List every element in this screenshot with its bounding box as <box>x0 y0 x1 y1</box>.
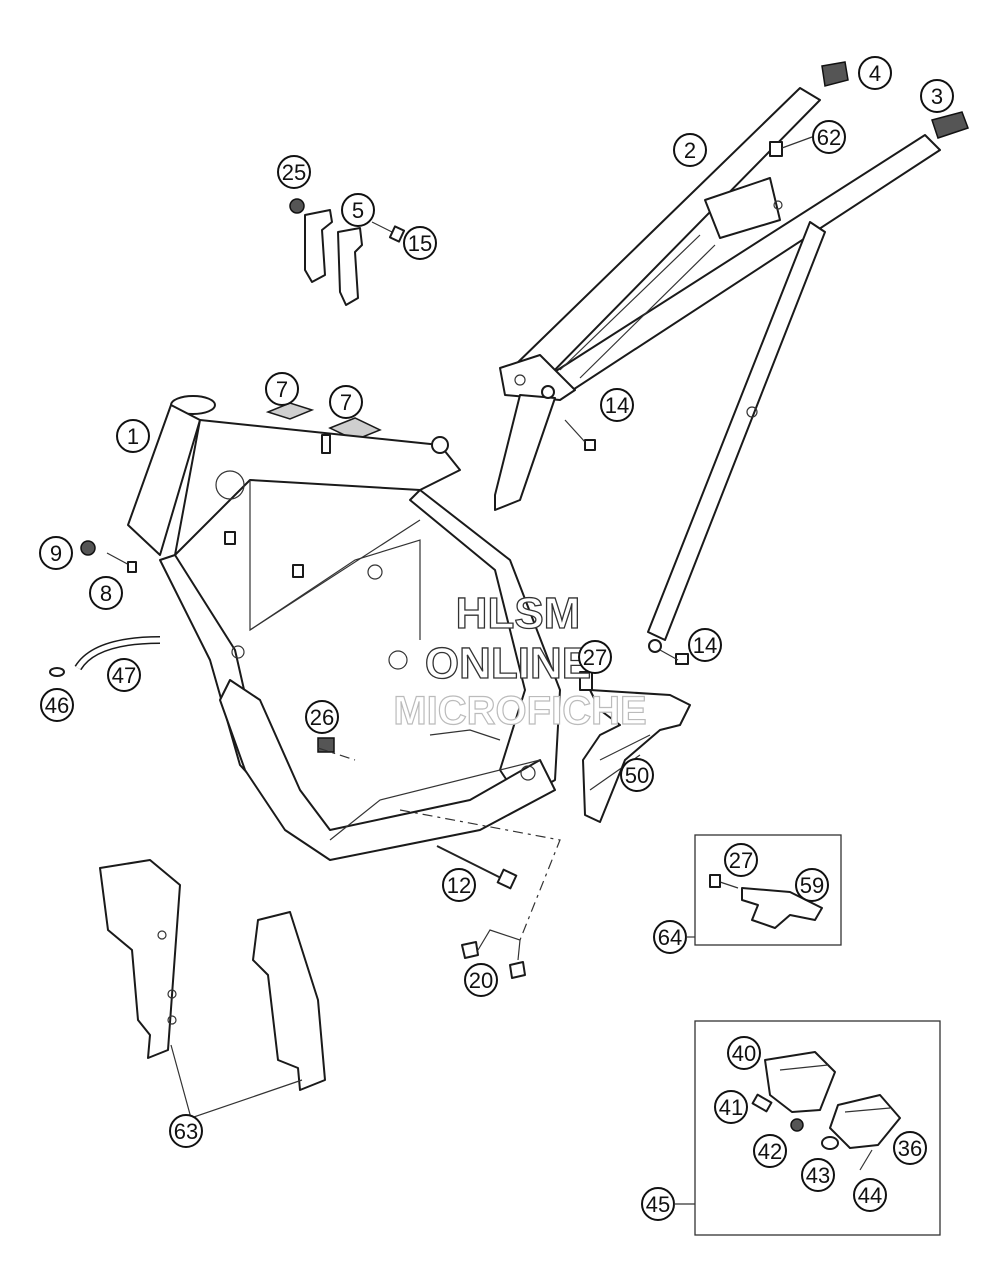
svg-text:36: 36 <box>898 1136 922 1161</box>
svg-text:41: 41 <box>719 1095 743 1120</box>
watermark-line-1: HLSM <box>456 589 581 638</box>
callout-27a: 27 <box>578 640 612 674</box>
svg-text:7: 7 <box>340 390 352 415</box>
callout-7b: 7 <box>329 385 363 419</box>
svg-text:27: 27 <box>583 645 607 670</box>
callout-43: 43 <box>801 1158 835 1192</box>
bottom-nuts <box>461 929 526 979</box>
callout-27b: 27 <box>724 843 758 877</box>
callout-2: 2 <box>673 133 707 167</box>
svg-text:47: 47 <box>112 663 136 688</box>
svg-text:3: 3 <box>931 84 943 109</box>
callout-36: 36 <box>893 1131 927 1165</box>
svg-text:40: 40 <box>732 1041 756 1066</box>
callout-12: 12 <box>442 868 476 902</box>
watermark-line-3: MICROFICHE <box>393 689 646 733</box>
chain-guide <box>579 671 691 823</box>
svg-text:2: 2 <box>684 138 696 163</box>
callout-3: 3 <box>920 79 954 113</box>
engine-brackets <box>289 198 406 306</box>
svg-text:5: 5 <box>352 198 364 223</box>
end-cap-right <box>931 111 969 139</box>
callout-50: 50 <box>620 758 654 792</box>
callout-14b: 14 <box>688 628 722 662</box>
svg-text:25: 25 <box>282 160 306 185</box>
callout-15: 15 <box>403 226 437 260</box>
callout-45: 45 <box>641 1187 675 1221</box>
svg-text:14: 14 <box>693 633 717 658</box>
svg-text:45: 45 <box>646 1192 670 1217</box>
main-frame <box>127 395 561 861</box>
subframe-bolts <box>564 419 689 665</box>
callout-64: 64 <box>653 920 687 954</box>
subframe-part <box>494 87 941 653</box>
svg-text:64: 64 <box>658 925 682 950</box>
svg-text:63: 63 <box>174 1119 198 1144</box>
callout-25: 25 <box>277 155 311 189</box>
watermark-line-2: ONLINE <box>425 639 591 688</box>
callout-26: 26 <box>305 700 339 734</box>
svg-text:20: 20 <box>469 968 493 993</box>
svg-text:12: 12 <box>447 873 471 898</box>
frame-nut <box>317 737 356 761</box>
callout-1: 1 <box>116 419 150 453</box>
svg-text:50: 50 <box>625 763 649 788</box>
svg-text:9: 9 <box>50 541 62 566</box>
svg-text:62: 62 <box>817 125 841 150</box>
callout-5: 5 <box>341 193 375 227</box>
callout-62: 62 <box>812 120 846 154</box>
callout-4: 4 <box>858 56 892 90</box>
svg-text:27: 27 <box>729 848 753 873</box>
frame-bolts-left <box>80 540 137 573</box>
frame-guards <box>99 859 326 1119</box>
callout-7a: 7 <box>265 372 299 406</box>
svg-text:42: 42 <box>758 1139 782 1164</box>
svg-text:8: 8 <box>100 581 112 606</box>
callout-40: 40 <box>727 1036 761 1070</box>
callout-44: 44 <box>853 1178 887 1212</box>
svg-text:4: 4 <box>869 61 881 86</box>
svg-text:46: 46 <box>45 693 69 718</box>
watermark: HLSM ONLINE MICROFICHE <box>393 588 648 733</box>
callout-42: 42 <box>753 1134 787 1168</box>
svg-text:1: 1 <box>127 424 139 449</box>
callout-63: 63 <box>169 1114 203 1148</box>
svg-text:26: 26 <box>310 705 334 730</box>
vent-hose <box>49 636 161 677</box>
svg-text:43: 43 <box>806 1163 830 1188</box>
callout-20: 20 <box>464 963 498 997</box>
callout-41: 41 <box>714 1090 748 1124</box>
svg-text:59: 59 <box>800 873 824 898</box>
leader-lines <box>674 136 813 1205</box>
svg-text:15: 15 <box>408 231 432 256</box>
svg-text:14: 14 <box>605 393 629 418</box>
through-bolt <box>399 809 561 941</box>
callout-47: 47 <box>107 658 141 692</box>
svg-text:7: 7 <box>276 377 288 402</box>
callout-59: 59 <box>795 868 829 902</box>
callout-8: 8 <box>89 576 123 610</box>
callout-9: 9 <box>39 536 73 570</box>
callout-14a: 14 <box>600 388 634 422</box>
footpeg-kit-box <box>694 1020 941 1236</box>
subframe-pin <box>769 141 783 157</box>
svg-text:44: 44 <box>858 1183 882 1208</box>
callout-46: 46 <box>40 688 74 722</box>
end-cap-left <box>821 61 849 87</box>
